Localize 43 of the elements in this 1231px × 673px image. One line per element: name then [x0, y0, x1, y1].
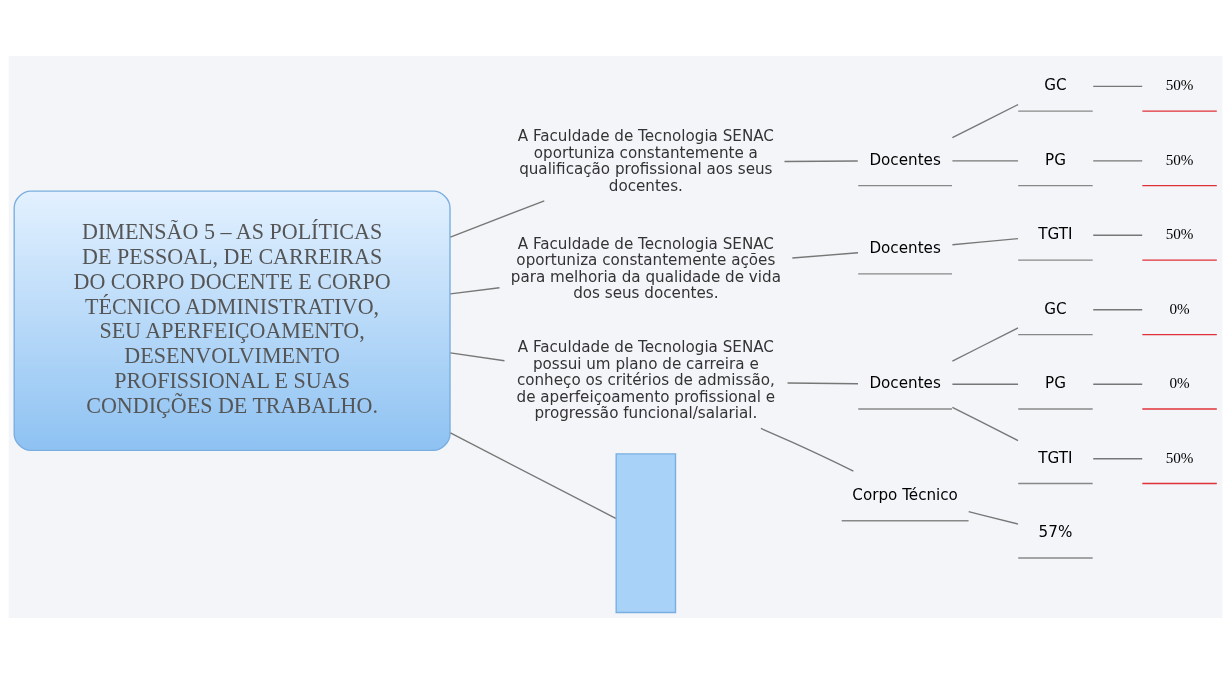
node-text: Docentes — [869, 238, 941, 257]
node-text: Corpo Técnico — [852, 485, 958, 504]
connector — [951, 237, 1019, 245]
connector — [951, 103, 1019, 138]
node-text: 50% — [1165, 150, 1194, 168]
connector — [449, 286, 501, 295]
node-text: A Faculdade de Tecnologia SENAC possui um plano de carreira e conheço os critérios de admissão, de aperfeiçoamento profissional e progressão funcional/salarial. — [516, 337, 776, 422]
connector — [951, 159, 1019, 161]
connector — [783, 159, 859, 162]
node-text: A Faculdade de Tecnologia SENAC oportuniza constantemente ações para melhoria da qualidade de vida dos seus docentes. — [510, 234, 781, 302]
connector — [1092, 85, 1143, 87]
connector — [1092, 457, 1143, 459]
node-text: 57% — [1038, 522, 1073, 541]
node-text: 50% — [1165, 75, 1194, 93]
node-box — [615, 452, 677, 613]
node-text: PG — [1045, 373, 1066, 392]
node-text: A Faculdade de Tecnologia SENAC oportuniza constantemente a qualificação profissional aos seus docentes. — [517, 126, 774, 195]
node-text: PG — [1045, 150, 1066, 169]
connector — [449, 199, 545, 238]
node-text: 0% — [1169, 299, 1190, 317]
connector — [786, 381, 859, 384]
node-text: 0% — [1169, 373, 1190, 391]
connector — [449, 351, 506, 361]
node-text: Docentes — [869, 150, 941, 169]
connector — [1092, 159, 1143, 161]
node-text: GC — [1044, 75, 1067, 94]
connector — [951, 406, 1019, 441]
connector — [1092, 383, 1143, 385]
connector — [951, 383, 1019, 385]
connector — [1092, 234, 1143, 236]
connector — [760, 427, 855, 472]
node-text: Docentes — [869, 373, 941, 392]
node-text: 50% — [1165, 224, 1194, 242]
node-box: DIMENSÃO 5 – AS POLÍTICAS DE PESSOAL, DE CARREIRAS DO CORPO DOCENTE E CORPO TÉCNICO ADMINISTRATIVO, SEU APERFEIÇOAMENTO, DESENVOLVIMENTO PROFISSIONAL E SUAS CONDIÇÕES DE TRABALHO. — [13, 189, 451, 451]
connector — [449, 431, 617, 519]
connector — [791, 251, 859, 259]
node-text: 50% — [1165, 448, 1194, 466]
connector — [967, 510, 1019, 525]
node-text: TGTI — [1038, 448, 1073, 467]
connector — [951, 326, 1019, 362]
node-text: GC — [1044, 299, 1067, 318]
connector — [1092, 308, 1143, 310]
node-text: TGTI — [1038, 224, 1073, 243]
